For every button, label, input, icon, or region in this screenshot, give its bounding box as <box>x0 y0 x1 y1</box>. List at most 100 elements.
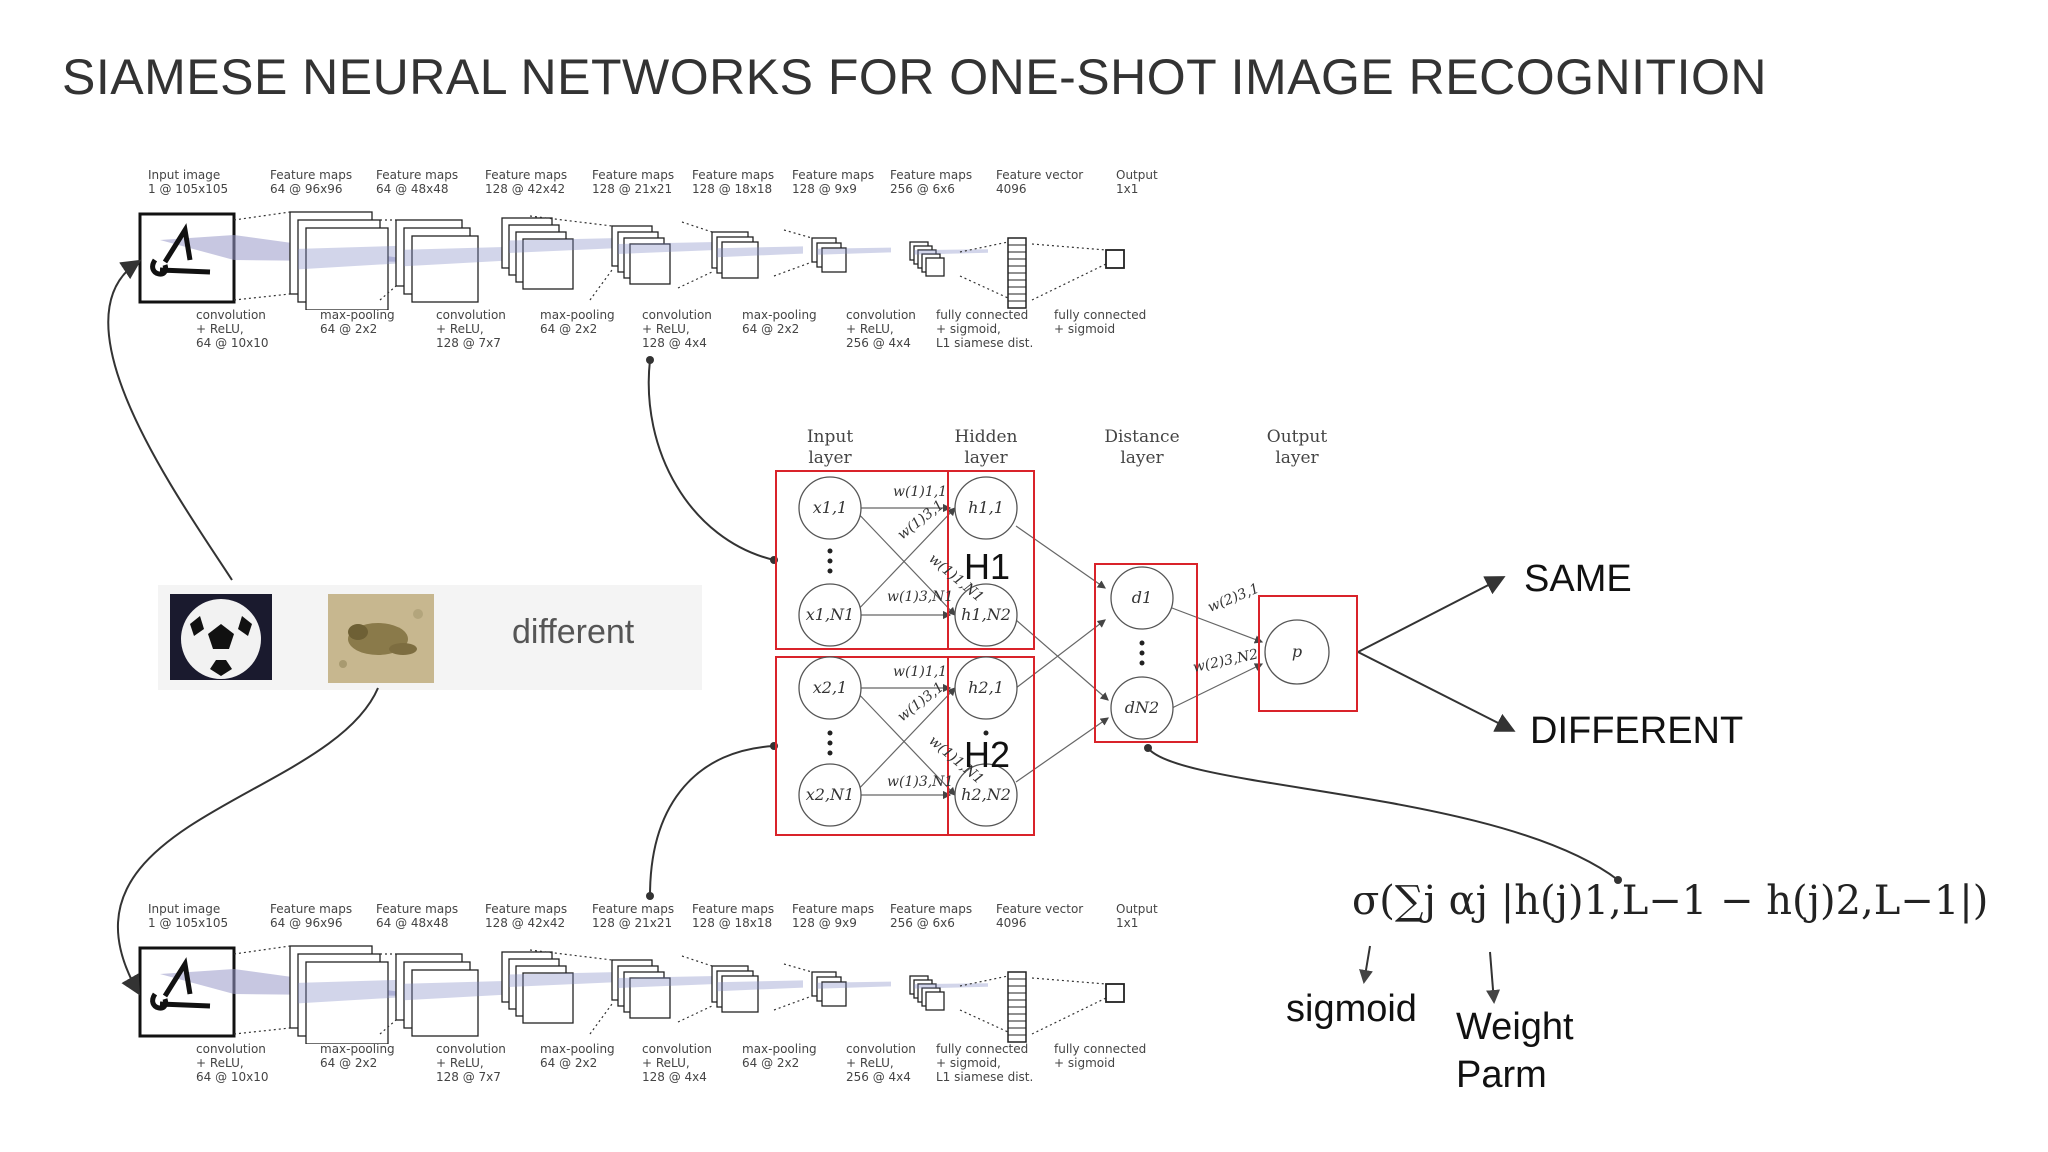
output-layer-title-1: Output <box>1267 427 1328 447</box>
node-h11-label: h1,1 <box>968 498 1004 517</box>
node-x2n-label: x2,N1 <box>806 785 854 804</box>
node-x1n-label: x1,N1 <box>806 605 854 624</box>
hidden-layer-title-1: Hidden <box>954 427 1017 447</box>
node-h1n-label: h1,N2 <box>961 605 1011 624</box>
weight-label-line2: Parm <box>1456 1054 1547 1096</box>
cnn-bottom-dotted-12 <box>1031 977 1107 985</box>
cnn-top-dotted-3 <box>379 285 397 301</box>
cnn-bottom-beam-2 <box>509 972 620 987</box>
node-p <box>1264 619 1330 685</box>
sigmoid-label: sigmoid <box>1286 988 1417 1030</box>
cnn-bottom-stack-3-map-3 <box>629 977 671 1019</box>
h2-input-box <box>775 656 1035 836</box>
frog-image <box>328 594 434 683</box>
cnn-top-input-frame <box>138 212 236 304</box>
cnn-top-dotted-11 <box>959 275 1009 299</box>
cnn-bottom-output-box <box>1105 983 1125 1003</box>
cnn-top-dotted-10 <box>959 241 1009 253</box>
cnn-bottom-bottom-label-8: fully connected+ sigmoid <box>1054 1042 1147 1070</box>
cnn-top-dotted-6 <box>681 221 713 233</box>
cnn-top-dotted-7 <box>677 271 713 289</box>
connector-bottom-cnn-to-input <box>649 745 775 897</box>
cnn-top-stack-4-map-2 <box>721 241 759 279</box>
connector-distance-to-formula <box>1147 747 1619 881</box>
cnn-top-bottom-label-2: convolution+ ReLU,128 @ 7x7 <box>436 308 506 350</box>
different-output-label: DIFFERENT <box>1530 710 1744 752</box>
cnn-bottom-dotted-1 <box>233 1027 291 1035</box>
different-arrow <box>1357 651 1516 732</box>
cnn-top-stack-3-map-3 <box>629 243 671 285</box>
cnn-bottom-pipeline-graphic <box>138 945 1125 1044</box>
cnn-bottom-dotted-6 <box>681 955 713 967</box>
formula: σ(∑j αj |h(j)1,L−1 − h(j)2,L−1|) <box>1352 878 1988 924</box>
node-d1 <box>1110 566 1174 630</box>
cnn-bottom-bottom-label-4: convolution+ ReLU,128 @ 4x4 <box>642 1042 712 1084</box>
node-x21-label: x2,1 <box>813 678 847 697</box>
cnn-bottom-bottom-label-2: convolution+ ReLU,128 @ 7x7 <box>436 1042 506 1084</box>
node-x1n <box>798 583 862 647</box>
node-h21-label: h2,1 <box>968 678 1004 697</box>
distance-box <box>1094 563 1198 743</box>
node-x21 <box>798 656 862 720</box>
node-h2n <box>954 763 1018 827</box>
cnn-top-beam-5 <box>817 247 891 255</box>
cnn-top-bottom-label-0: convolution+ ReLU,64 @ 10x10 <box>196 308 269 350</box>
hidden-layer-title-2: layer <box>964 448 1008 468</box>
input-layer-title-1: Input <box>807 427 853 447</box>
cnn-top-stack-5-map-2 <box>821 247 847 273</box>
cnn-bottom-stack-1-map-2 <box>411 969 479 1037</box>
node-dn-label: dN2 <box>1125 698 1159 717</box>
cnn-bottom-dotted-11 <box>959 1009 1009 1033</box>
cnn-top-beam-2 <box>509 238 620 253</box>
cnn-bottom-bottom-label-6: convolution+ ReLU,256 @ 4x4 <box>846 1042 916 1084</box>
node-x2n <box>798 763 862 827</box>
cnn-top-input-glyph <box>150 223 211 277</box>
cnn-top-beam-4 <box>717 246 803 258</box>
weight-w2-3n: w(2)3,N2 <box>1192 646 1260 675</box>
cnn-bottom-dotted-4 <box>529 949 613 961</box>
node-p-label: p <box>1292 642 1302 661</box>
slide-title: SIAMESE NEURAL NETWORKS FOR ONE-SHOT IMA… <box>62 49 1767 105</box>
cnn-bottom-dotted-13 <box>1031 997 1107 1035</box>
cnn-top-bottom-label-6: convolution+ ReLU,256 @ 4x4 <box>846 308 916 350</box>
formula-text: σ(∑j αj |h(j)1,L−1 − h(j)2,L−1|) <box>1352 878 1989 924</box>
different-label: different <box>512 613 635 651</box>
cnn-top-dotted-12 <box>1031 243 1107 251</box>
weight-w31-bottom: w(1)3,1 <box>895 679 947 725</box>
cnn-top-output-box <box>1105 249 1125 269</box>
node-x11-label: x1,1 <box>813 498 847 517</box>
cnn-bottom-input-glyph <box>150 957 211 1011</box>
weight-w2-31: w(2)3,1 <box>1206 581 1262 616</box>
cnn-bottom-bottom-label-7: fully connected+ sigmoid,L1 siamese dist… <box>936 1042 1034 1084</box>
cnn-bottom-bottom-label-0: convolution+ ReLU,64 @ 10x10 <box>196 1042 269 1084</box>
h2-label: H2 <box>964 734 1011 775</box>
cnn-bottom-beam-5 <box>817 981 891 989</box>
cnn-top-bottom-label-8: fully connected+ sigmoid <box>1054 308 1147 336</box>
cnn-bottom-stack-2-map-3 <box>522 972 574 1024</box>
soccer-ball-image <box>170 594 272 680</box>
cnn-top-dotted-4 <box>529 215 613 227</box>
distance-layer-title-2: layer <box>1120 448 1164 468</box>
output-layer-title-2: layer <box>1275 448 1319 468</box>
cnn-bottom-dotted-9 <box>773 995 813 1011</box>
cnn-top-pipeline-graphic <box>138 211 1125 310</box>
